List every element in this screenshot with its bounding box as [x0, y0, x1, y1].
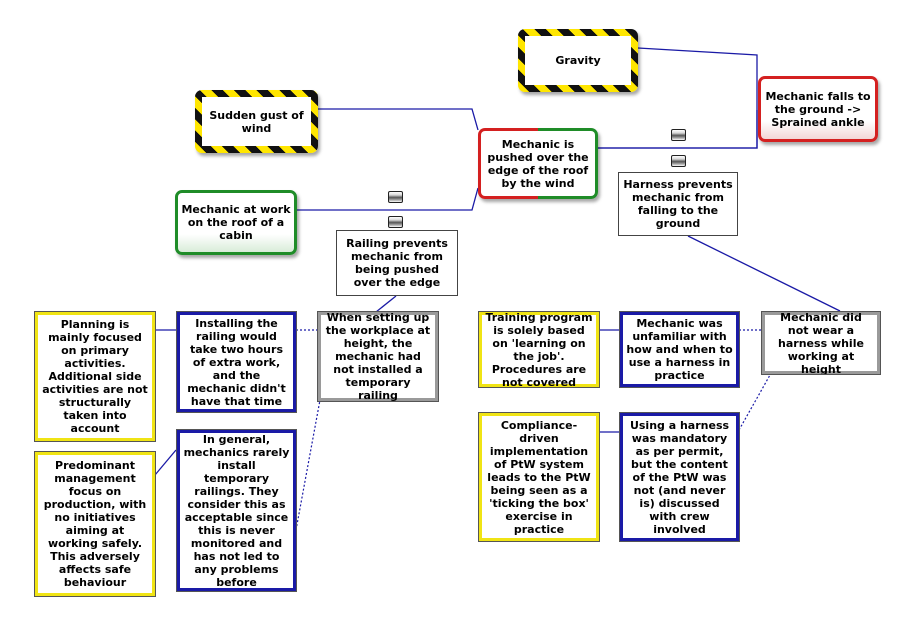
cause-rarely-install-label: In general, mechanics rarely install tem… — [183, 432, 290, 589]
hazard-gravity: Gravity — [518, 29, 638, 92]
consequence-label: Mechanic falls to the ground -> Sprained… — [765, 89, 871, 129]
barrier-harness: Harness prevents mechanic from falling t… — [618, 172, 738, 236]
org-factor-management-label: Predominant management focus on producti… — [43, 459, 147, 589]
org-factor-training: Training program is solely based on 'lea… — [478, 310, 600, 389]
cause-ptw-not-discussed: Using a harness was mandatory as per per… — [619, 412, 740, 542]
link-mandatory-failure — [738, 374, 771, 431]
barrier-harness-label: Harness prevents mechanic from falling t… — [623, 178, 733, 230]
cause-unfamiliar-harness-label: Mechanic was unfamiliar with how and whe… — [626, 317, 733, 382]
initial-state-roof-work-label: Mechanic at work on the roof of a cabin — [181, 203, 291, 242]
initial-state-roof-work: Mechanic at work on the roof of a cabin — [175, 190, 297, 255]
link-railing-failure — [375, 295, 397, 313]
link-management-rarely — [154, 449, 177, 476]
link-rarely-failure — [295, 399, 321, 531]
barrier-icon — [388, 216, 403, 228]
consequence-sprained-ankle: Mechanic falls to the ground -> Sprained… — [758, 76, 878, 142]
failed-barrier-railing-label: When setting up the workplace at height,… — [325, 311, 431, 402]
org-factor-compliance: Compliance-driven implementation of PtW … — [478, 412, 600, 542]
org-factor-training-label: Training program is solely based on 'lea… — [485, 310, 593, 389]
barrier-railing: Railing prevents mechanic from being pus… — [336, 230, 458, 296]
org-factor-planning-label: Planning is mainly focused on primary ac… — [42, 318, 148, 435]
cause-unfamiliar-harness: Mechanic was unfamiliar with how and whe… — [619, 311, 740, 388]
barrier-icon — [671, 129, 686, 141]
failed-barrier-railing: When setting up the workplace at height,… — [317, 311, 439, 402]
org-factor-management: Predominant management focus on producti… — [34, 451, 156, 597]
failed-barrier-harness: Mechanic did not wear a harness while wo… — [761, 310, 881, 376]
link-roof-work-top-event — [297, 187, 479, 211]
org-factor-compliance-label: Compliance-driven implementation of PtW … — [487, 418, 591, 536]
org-factor-planning: Planning is mainly focused on primary ac… — [34, 311, 156, 442]
barrier-icon — [388, 191, 403, 203]
barrier-icon — [671, 155, 686, 167]
link-harness-failure — [687, 235, 841, 312]
hazard-wind: Sudden gust of wind — [195, 90, 318, 153]
link-top-event-consequence — [598, 110, 758, 149]
cause-railing-time: Installing the railing would take two ho… — [176, 311, 297, 413]
top-event: Mechanic is pushed over the edge of the … — [478, 128, 598, 199]
barrier-railing-label: Railing prevents mechanic from being pus… — [346, 237, 448, 289]
cause-railing-time-label: Installing the railing would take two ho… — [187, 316, 286, 408]
link-wind-top-event — [318, 108, 479, 131]
cause-rarely-install: In general, mechanics rarely install tem… — [176, 429, 297, 592]
cause-ptw-not-discussed-label: Using a harness was mandatory as per per… — [629, 418, 730, 536]
top-event-label: Mechanic is pushed over the edge of the … — [487, 137, 589, 190]
hazard-gravity-label: Gravity — [555, 54, 601, 67]
failed-barrier-harness-label: Mechanic did not wear a harness while wo… — [778, 310, 864, 376]
hazard-wind-label: Sudden gust of wind — [209, 108, 304, 135]
